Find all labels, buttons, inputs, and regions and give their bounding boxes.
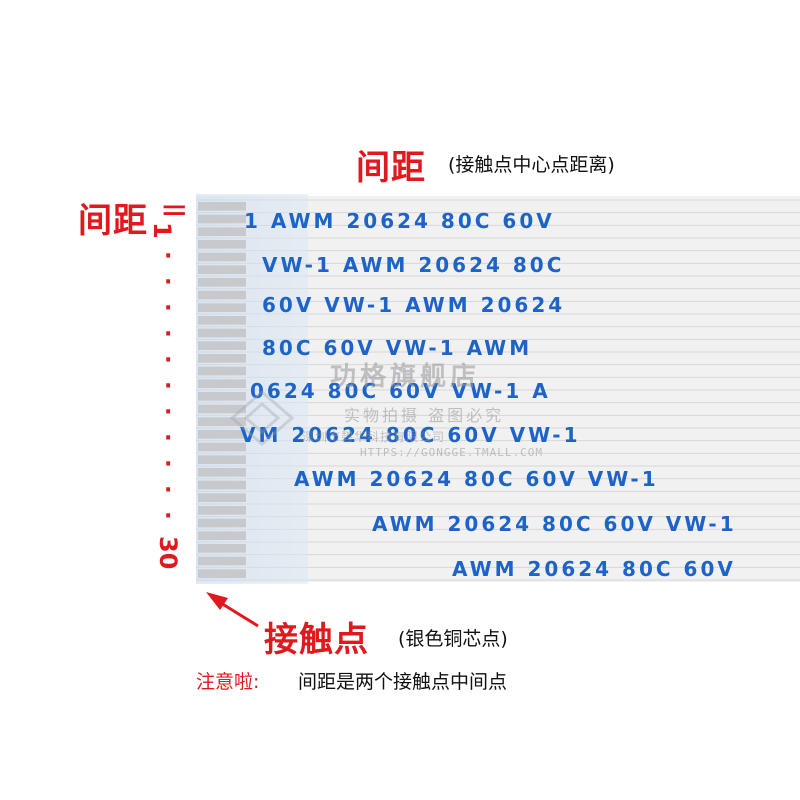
cable-print-row: 80C 60V VW-1 AWM [262, 336, 532, 360]
contact-finger [198, 518, 246, 528]
cable-print-row: VM 20624 80C 60V VW-1 [240, 423, 581, 447]
contact-note: (银色铜芯点) [398, 628, 508, 650]
contact-finger [198, 240, 246, 249]
contact-finger [198, 455, 246, 464]
contact-finger [198, 556, 246, 566]
contact-finger [198, 506, 246, 515]
cable-print-text: 1 AWM 20624 80C 60V VW-1 AWM 20624 80C 60V… [240, 209, 737, 581]
cable-print-row: VW-1 AWM 20624 80C [262, 253, 564, 277]
cable-print-row: AWM 20624 80C 60V VW-1 [294, 467, 659, 491]
contact-finger [198, 227, 246, 236]
arrow-icon [206, 592, 259, 628]
pitch-label-left: 间距 [78, 201, 148, 241]
cable-print-row: 60V VW-1 AWM 20624 [262, 293, 565, 317]
contact-finger [198, 290, 246, 300]
contact-finger [198, 531, 246, 540]
watermark-url: HTTPS://GONGGE.TMALL.COM [360, 446, 543, 459]
contact-finger [198, 328, 246, 338]
pitch-note: (接触点中心点距离) [448, 154, 615, 176]
contact-finger [198, 316, 246, 325]
contact-finger [198, 544, 246, 553]
contact-label: 接触点 [264, 620, 369, 660]
contact-finger [198, 214, 246, 224]
contact-finger [198, 417, 246, 426]
notice-text: 间距是两个接触点中间点 [298, 671, 508, 693]
cable-print-row: 1 AWM 20624 80C 60V [244, 209, 555, 233]
contact-finger [198, 392, 246, 401]
cable-print-row: 0624 80C 60V VW-1 A [250, 379, 551, 403]
contact-finger [198, 468, 246, 477]
contact-finger [198, 493, 246, 502]
pin-last-number: 30 [154, 536, 182, 570]
pin-first-number: 1 [148, 222, 176, 239]
equals-sign: = [160, 190, 190, 230]
watermark-company: 深圳市碧华科技有限公司 [302, 430, 446, 444]
contact-finger [198, 404, 246, 414]
contact-finger [198, 569, 246, 578]
contact-fingers [198, 202, 246, 578]
contact-finger [198, 430, 246, 439]
contact-finger [198, 442, 246, 452]
watermark-shop-name: 功格旗舰店 [330, 362, 481, 392]
contact-finger [198, 202, 246, 211]
cable-print-row: AWM 20624 80C 60V VW-1 [372, 512, 737, 536]
contact-finger [198, 366, 246, 376]
contact-finger [198, 265, 246, 274]
pin-range-dots: ··········· [164, 244, 173, 529]
watermark-logo-icon [229, 390, 295, 446]
contact-finger [198, 278, 246, 287]
cable-print-row: AWM 20624 80C 60V [452, 557, 736, 581]
contact-finger [198, 354, 246, 363]
contact-finger [198, 303, 246, 312]
contact-finger [198, 379, 246, 388]
pitch-title: 间距 [356, 148, 426, 188]
watermark-tagline: 实物拍摄 盗图必究 [344, 406, 505, 425]
contact-finger [198, 341, 246, 350]
notice-label: 注意啦: [196, 671, 260, 693]
contact-finger [198, 252, 246, 262]
contact-finger [198, 480, 246, 490]
